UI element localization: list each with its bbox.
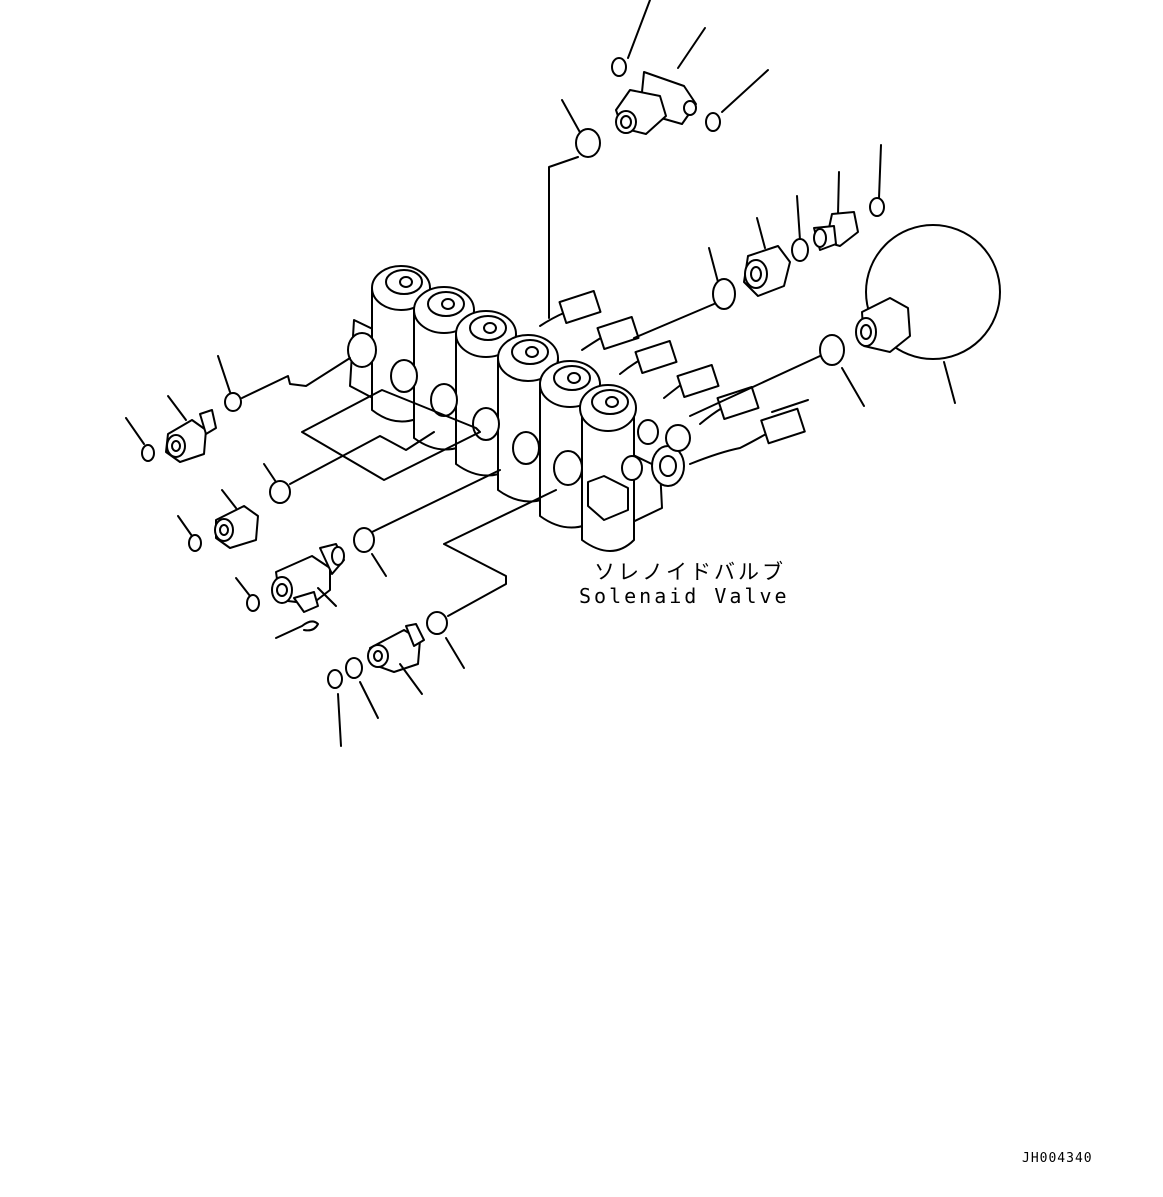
left-fittings	[125, 355, 465, 747]
pressure-switch-top	[561, 0, 769, 158]
drawing-code: JH004340	[1022, 1151, 1093, 1166]
wiring-connectors	[539, 289, 809, 465]
part-name-jp: ソレノイドバルブ	[594, 560, 786, 584]
part-name-en: Solenaid Valve	[579, 584, 790, 608]
leader-lines	[241, 303, 821, 617]
leader-line	[548, 156, 579, 319]
solenoid-valve-body	[347, 265, 691, 552]
right-fittings	[708, 144, 885, 310]
detail-callout-circle	[819, 224, 1001, 407]
